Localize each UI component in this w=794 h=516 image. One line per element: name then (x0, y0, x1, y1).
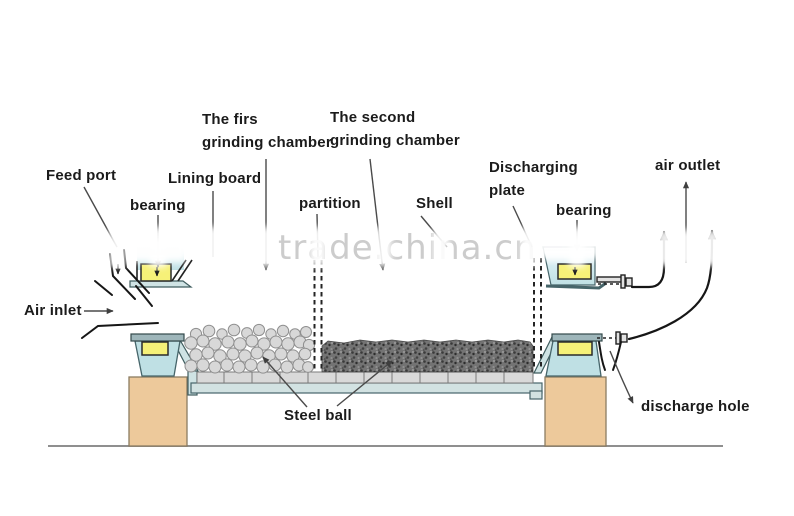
discharging-plate-dashes (533, 258, 542, 370)
left-lower-bearing (130, 333, 185, 377)
shaft-fittings (596, 274, 633, 345)
shell-right-step (529, 390, 543, 400)
steel-ball-leader-right (336, 360, 393, 407)
label-bearing-left: bearing (130, 197, 186, 214)
label-steel-ball: Steel ball (284, 407, 352, 424)
right-lower-bearing (545, 333, 603, 377)
label-second-chamber: The second grinding chamber (330, 106, 460, 153)
label-first-chamber-line2: grinding chamber (202, 134, 332, 152)
label-bearing-right: bearing (556, 202, 612, 219)
label-first-chamber: The firs grinding chamber (202, 108, 332, 155)
label-air-outlet: air outlet (655, 157, 721, 174)
label-first-chamber-line1: The firs (202, 111, 258, 128)
label-second-chamber-line1: The second (330, 109, 416, 126)
right-pedestal (544, 376, 607, 447)
label-discharging-plate: Discharging plate (489, 156, 578, 203)
discharge-chute (598, 341, 622, 371)
label-air-inlet: Air inlet (24, 302, 82, 319)
label-lining-board: Lining board (168, 170, 262, 187)
left-pedestal (128, 376, 188, 447)
discharge-hole-leader-line (609, 350, 634, 404)
air-outlet-pipe-upper (630, 230, 669, 289)
label-discharge-hole: discharge hole (641, 398, 750, 415)
label-shell: Shell (416, 195, 453, 212)
label-discharging-line1: Discharging (489, 159, 578, 176)
blur-smudges (109, 227, 720, 267)
steel-balls-chamber1 (184, 323, 316, 374)
lining-board-joints (223, 372, 505, 383)
steel-ball-leader-left (262, 356, 308, 408)
shell-band (190, 382, 543, 394)
partition-dashes (313, 260, 323, 372)
label-partition: partition (299, 195, 361, 212)
steel-balls-chamber2 (321, 339, 534, 373)
label-feed-port: Feed port (46, 167, 117, 184)
label-second-chamber-line2: grinding chamber (330, 132, 460, 150)
hatch-lines (171, 259, 193, 282)
lining-board-row (196, 371, 534, 384)
label-discharging-line2: plate (489, 182, 526, 200)
